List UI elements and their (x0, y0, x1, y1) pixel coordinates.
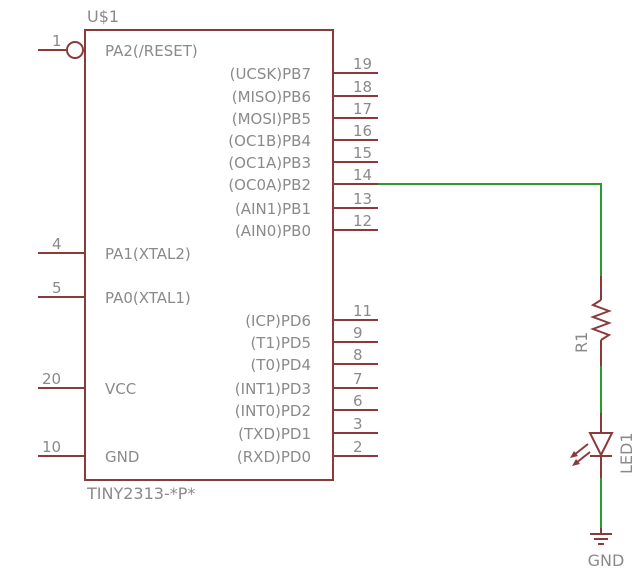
pin-number: 5 (52, 279, 62, 297)
right-pin-11: 11 (ICP)PD6 (245, 302, 378, 330)
resistor-zigzag (590, 299, 612, 341)
pin-label: (OC1A)PB3 (228, 154, 311, 172)
right-pin-12: 12 (AIN0)PB0 (235, 212, 378, 240)
left-pin-1: 1 PA2(/RESET) (38, 32, 198, 60)
pin-number: 6 (353, 392, 363, 410)
pin-number: 14 (353, 166, 372, 184)
pin-label: GND (105, 448, 139, 466)
pin-label: (AIN0)PB0 (235, 222, 311, 240)
light-emission-arrows (570, 443, 591, 466)
pin-label: (T0)PD4 (250, 356, 311, 374)
right-pin-8: 8 (T0)PD4 (250, 346, 378, 374)
right-pin-6: 6 (INT0)PD2 (235, 392, 378, 420)
pin-number: 10 (42, 438, 61, 456)
pin-label: VCC (105, 380, 136, 398)
right-pin-15: 15 (OC1A)PB3 (228, 144, 378, 172)
resistor-r1: R1 (572, 276, 612, 366)
led-led1: LED1 (570, 413, 636, 478)
right-pin-14: 14 (OC0A)PB2 (228, 166, 378, 194)
pin-label: (ICP)PD6 (245, 312, 311, 330)
left-pin-20: 20 VCC (38, 370, 136, 398)
ground-label: GND (588, 551, 625, 570)
right-pin-13: 13 (AIN1)PB1 (235, 190, 378, 218)
pin-label: (RXD)PD0 (237, 448, 311, 466)
pin-number: 16 (353, 122, 372, 140)
pin-label: (MOSI)PB5 (232, 110, 311, 128)
right-pin-2: 2 (RXD)PD0 (237, 438, 378, 466)
ground-symbol: GND (588, 528, 625, 570)
pin-label: (MISO)PB6 (232, 88, 311, 106)
pin-number: 19 (353, 55, 372, 73)
pin-label: PA1(XTAL2) (105, 245, 191, 263)
right-pin-3: 3 (TXD)PD1 (238, 415, 378, 443)
pin-label: PA2(/RESET) (105, 42, 198, 60)
pin-label: (T1)PD5 (250, 334, 311, 352)
right-pin-7: 7 (INT1)PD3 (235, 370, 378, 398)
pin-number: 15 (353, 144, 372, 162)
right-pin-16: 16 (OC1B)PB4 (228, 122, 378, 150)
led-reference: LED1 (617, 432, 636, 474)
pin-number: 3 (353, 415, 363, 433)
chip-reference: U$1 (87, 7, 119, 26)
pin-number: 1 (52, 32, 62, 50)
pin-label: (OC1B)PB4 (228, 132, 311, 150)
resistor-reference: R1 (572, 332, 591, 353)
chip-body (84, 29, 334, 481)
pin-number: 4 (52, 235, 62, 253)
pin-number: 12 (353, 212, 372, 230)
pin-label: (TXD)PD1 (238, 425, 311, 443)
pin-number: 17 (353, 100, 372, 118)
right-pin-19: 19 (UCSK)PB7 (230, 55, 378, 83)
pin-label: (INT0)PD2 (235, 402, 311, 420)
right-pin-18: 18 (MISO)PB6 (232, 78, 378, 106)
pin-number: 20 (42, 370, 61, 388)
pin-label: (UCSK)PB7 (230, 65, 311, 83)
led-diode-triangle (588, 432, 614, 458)
right-pin-9: 9 (T1)PD5 (250, 324, 378, 352)
pin-number: 18 (353, 78, 372, 96)
left-pin-4: 4 PA1(XTAL2) (38, 235, 191, 263)
pin-number: 9 (353, 324, 363, 342)
pin-number: 11 (353, 302, 372, 320)
pin-label: PA0(XTAL1) (105, 289, 191, 307)
left-pin-5: 5 PA0(XTAL1) (38, 279, 191, 307)
pin-number: 7 (353, 370, 363, 388)
chip-value: TINY2313-*P* (86, 484, 195, 503)
pin-label: (AIN1)PB1 (235, 200, 311, 218)
pin-number: 2 (353, 438, 363, 456)
left-pin-10: 10 GND (38, 438, 139, 466)
pin-number: 8 (353, 346, 363, 364)
pin-number: 13 (353, 190, 372, 208)
net-wire-pb2 (378, 183, 602, 276)
pin-label: (OC0A)PB2 (228, 176, 311, 194)
right-pin-17: 17 (MOSI)PB5 (232, 100, 378, 128)
inversion-bubble (66, 41, 84, 59)
pin-label: (INT1)PD3 (235, 380, 311, 398)
